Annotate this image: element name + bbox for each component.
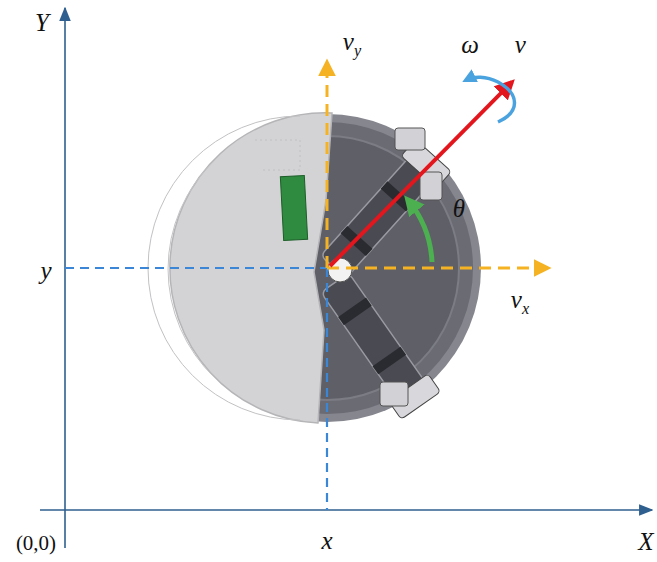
vy-axis — [326, 62, 329, 268]
rotation-label: ω — [461, 32, 479, 57]
x-projection — [326, 268, 328, 510]
velocity-vector — [330, 82, 512, 266]
coordinate-label: x — [321, 528, 332, 553]
vector-label: v⃗ — [515, 32, 546, 57]
y-projection — [65, 267, 327, 269]
omega-arrow — [466, 77, 515, 122]
axis-label: Y — [35, 10, 49, 35]
x-axis — [40, 509, 652, 511]
vx-axis — [327, 267, 548, 270]
axis-label: X — [638, 529, 653, 554]
theta-arc — [408, 200, 432, 262]
y-axis — [64, 8, 66, 548]
component-label: vy — [343, 29, 361, 59]
angle-label: θ — [453, 196, 465, 221]
origin-label: (0,0) — [16, 533, 56, 554]
coordinate-label: y — [40, 258, 51, 283]
component-label: vx — [511, 287, 529, 317]
